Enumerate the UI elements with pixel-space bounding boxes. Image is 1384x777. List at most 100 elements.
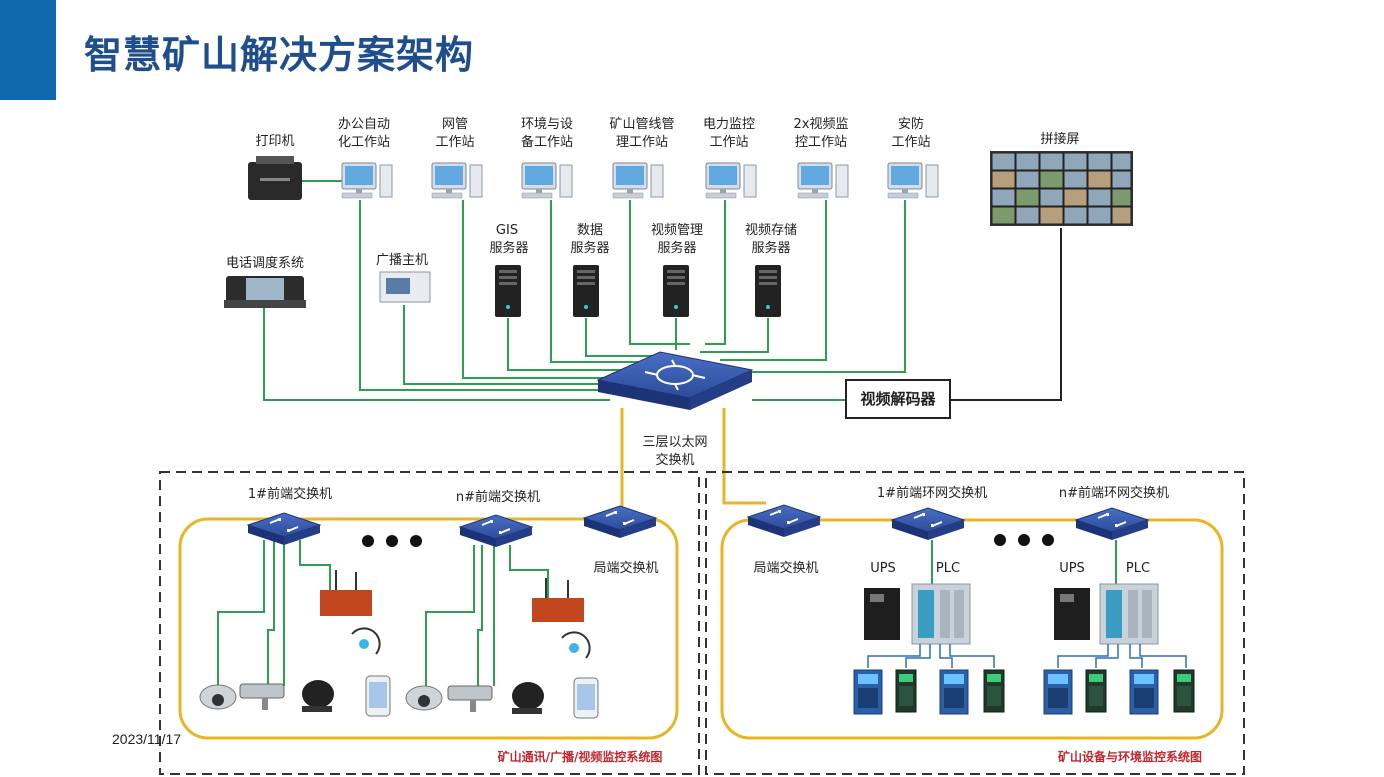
printer-label: 打印机 [255,134,294,149]
ups-1-label: UPS [870,561,896,576]
left-green-links [217,540,549,686]
cabinet-icon [1043,669,1073,715]
videowall-label: 拼接屏 [1040,131,1079,147]
drive-icon [1085,669,1107,713]
monitor-icon-net [431,162,483,199]
green-links [263,180,906,401]
gis-label: GIS [496,223,518,238]
bullet-camera-icon [239,683,285,710]
dome-camera-icon [199,684,237,710]
ellipsis-dot [410,535,422,547]
ws-security-label: 安防 [898,116,924,132]
gis-label-2: 服务器 [489,240,528,256]
core-switch-label: 三层以太网 [642,435,707,450]
monitor-icon-pipe [612,162,664,199]
ws-video-label-2: 控工作站 [795,135,847,150]
core-switch-icon [596,351,754,410]
monitor-icon-office [341,162,393,199]
data-server-label-2: 服务器 [570,240,609,256]
local-switch-right-label: 局端交换机 [753,560,818,576]
ellipsis-dot [1042,534,1054,546]
page-title: 智慧矿山解决方案架构 [84,32,475,77]
ring-switch-n-label: n#前端环网交换机 [1059,485,1169,501]
ws-power-label-2: 工作站 [709,135,748,150]
ellipsis-dot [1018,534,1030,546]
monitor-icon-power [705,162,757,199]
video-decoder-box [845,379,951,419]
cabinet-icon [853,669,883,715]
broadcast-host-icon [379,271,431,303]
ws-pipe-label: 矿山管线管 [609,117,674,132]
title-accent-bar [0,0,56,100]
base-station-icon [320,570,372,616]
ws-net-label-2: 工作站 [435,135,474,150]
broadcast-host-label: 广播主机 [376,253,428,268]
plc-1-label: PLC [936,561,960,576]
plc-icon [911,583,971,645]
yellow-links [178,408,1224,740]
caption-right: 矿山设备与环境监控系统图 [1058,749,1202,764]
drive-icon [1173,669,1195,713]
ellipsis-dot [994,534,1006,546]
slide-date: 2023/11/17 [112,731,182,747]
ws-pipe-label-2: 理工作站 [616,135,668,150]
vstore-label-2: 服务器 [751,240,790,256]
ring-switch-n-icon [1075,507,1149,541]
core-switch-label-2: 交换机 [655,452,694,468]
mobile-phone-icon [365,675,391,717]
caption-left: 矿山通讯/广播/视频监控系统图 [498,749,663,764]
server-icon-vstore [755,265,781,317]
monitor-icon-env [521,162,573,199]
ups-2-label: UPS [1059,561,1085,576]
dome-camera-icon [405,685,443,711]
cabinet-icon [1129,669,1159,715]
drive-icon [983,669,1005,713]
local-switch-right-icon [747,504,821,538]
plc-2-label: PLC [1126,561,1150,576]
video-decoder-label: 视频解码器 [860,390,936,408]
phone-console-icon [224,276,306,308]
ups-icon [864,588,900,640]
server-icon-gis [495,265,521,317]
ellipsis-dot [386,535,398,547]
vstore-label: 视频存储 [745,223,797,238]
server-icon-vmgmt [663,265,689,317]
ups-icon [1054,588,1090,640]
ws-security-label-2: 工作站 [891,135,930,150]
group-box-right [705,471,1245,775]
vmgmt-label-2: 服务器 [657,240,696,256]
monitor-icon-video [797,162,849,199]
plc-icon [1099,583,1159,645]
front-switch-n-label: n#前端交换机 [456,489,540,505]
monitor-icon-security [887,162,939,199]
base-station-icon [532,578,584,622]
mobile-phone-icon [573,677,599,719]
front-switch-1-label: 1#前端交换机 [248,486,332,502]
server-icon-data [573,265,599,317]
bullet-camera-icon [447,685,493,712]
printer-icon [248,156,302,200]
drive-icon [895,669,917,713]
vmgmt-label: 视频管理 [651,223,703,238]
ws-power-label: 电力监控 [703,117,755,132]
speaker-icon [302,680,334,712]
ring-switch-1-icon [891,507,965,541]
wireless-icon [351,627,381,655]
ws-net-label: 网管 [442,117,468,132]
field-bus-links [867,644,1187,668]
cabinet-icon [939,669,969,715]
ws-env-label-2: 备工作站 [521,134,573,150]
data-server-label: 数据 [577,223,603,238]
ellipsis-dot [362,535,374,547]
phone-system-label: 电话调度系统 [226,255,304,271]
local-switch-left-icon [583,505,657,539]
ws-video-label: 2x视频监 [794,117,849,132]
group-box-left [159,471,700,775]
videowall-icon [990,151,1133,226]
local-switch-left-label: 局端交换机 [593,560,658,576]
wireless-icon [561,631,591,659]
speaker-icon [512,682,544,714]
ws-office-label: 办公自动 [338,117,390,132]
ring-switch-1-label: 1#前端环网交换机 [877,485,987,501]
